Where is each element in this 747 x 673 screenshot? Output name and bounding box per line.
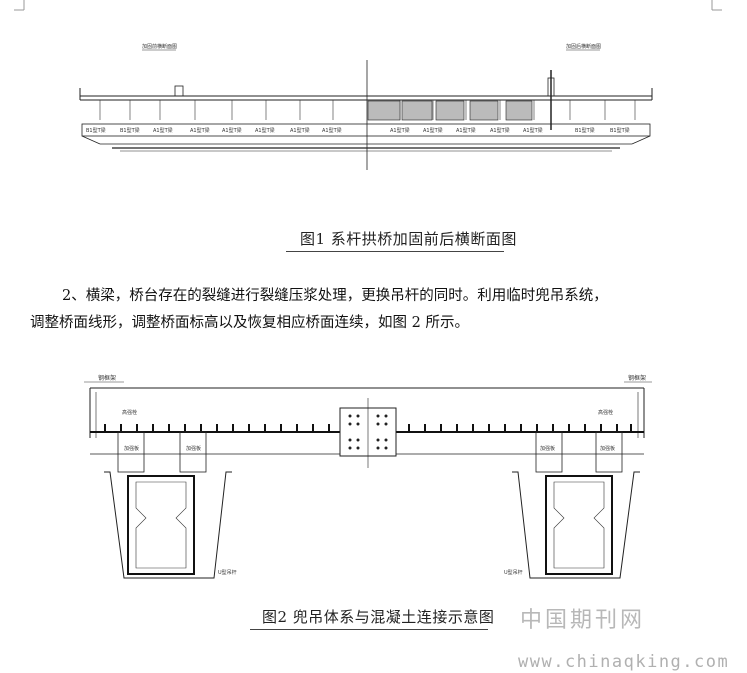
- figure1-beam-label: A1型T梁: [490, 127, 510, 134]
- figure1-caption-rule: [286, 251, 504, 252]
- figure2-label-plate-1: 加强板: [124, 445, 139, 452]
- figure2-label-bolt-left: 高强栓: [122, 409, 137, 416]
- figure1-beam-label: A1型T梁: [390, 127, 410, 134]
- figure1-beam-label: B1型T梁: [575, 127, 595, 134]
- watermark-text: 中国期刊网: [520, 608, 646, 633]
- figure1-caption: 图1 系杆拱桥加固前后横断面图: [300, 230, 517, 248]
- figure2-label-plate-4: 加强板: [600, 445, 615, 452]
- figure2-caption: 图2 兜吊体系与混凝土连接示意图: [262, 608, 495, 626]
- figure2-drawing: 钢框架 钢框架 高强栓 高强栓 加强板 加强板 加强板 加强板: [84, 374, 652, 579]
- figure2-label-plate-3: 加强板: [540, 445, 555, 452]
- figure1-beam-label: A1型T梁: [222, 127, 242, 134]
- figure1-label-left: 加固前横断面图: [142, 43, 177, 50]
- figure2-label-u-right: U型吊杆: [504, 569, 523, 576]
- figure2-label-u-left: U型吊杆: [218, 569, 237, 576]
- figure1-beam-label: B1型T梁: [120, 127, 140, 134]
- figure2-label-plate-2: 加强板: [186, 445, 201, 452]
- figure1-beam-label: A1型T梁: [190, 127, 210, 134]
- figure1-beam-label: A1型T梁: [456, 127, 476, 134]
- watermark-url: www.chinaqking.com: [518, 652, 730, 672]
- figure2-label-top-right: 钢框架: [628, 374, 646, 382]
- figure1-drawing: 加固前横断面图 加固后横断面图 B1型T梁 B1型T梁 A1型T梁 A1型T梁 …: [79, 43, 653, 170]
- figure1-beam-label: B1型T梁: [610, 127, 630, 134]
- page-corner-marks: [14, 0, 722, 11]
- figure1-beam-label: A1型T梁: [255, 127, 275, 134]
- figure1-beam-label: B1型T梁: [86, 127, 106, 134]
- figure2-caption-rule: [250, 629, 488, 630]
- paragraph-line-2: 调整桥面线形，调整桥面标高以及恢复相应桥面连续，如图 2 所示。: [30, 315, 469, 331]
- paragraph-line-1: 2、横梁，桥台存在的裂缝进行裂缝压浆处理，更换吊杆的同时。利用临时兜吊系统，: [62, 288, 608, 304]
- figure1-label-right: 加固后横断面图: [566, 43, 601, 50]
- figure1-beam-label: A1型T梁: [322, 127, 342, 134]
- figure1-beam-label: A1型T梁: [153, 127, 173, 134]
- figure2-label-bolt-right: 高强栓: [598, 409, 613, 416]
- figure1-beam-label: A1型T梁: [523, 127, 543, 134]
- figure2-label-top-left: 钢框架: [98, 374, 116, 382]
- body-paragraph: 2、横梁，桥台存在的裂缝进行裂缝压浆处理，更换吊杆的同时。利用临时兜吊系统， 调…: [30, 283, 730, 337]
- figure1-beam-label: A1型T梁: [290, 127, 310, 134]
- figure1-beam-label: A1型T梁: [423, 127, 443, 134]
